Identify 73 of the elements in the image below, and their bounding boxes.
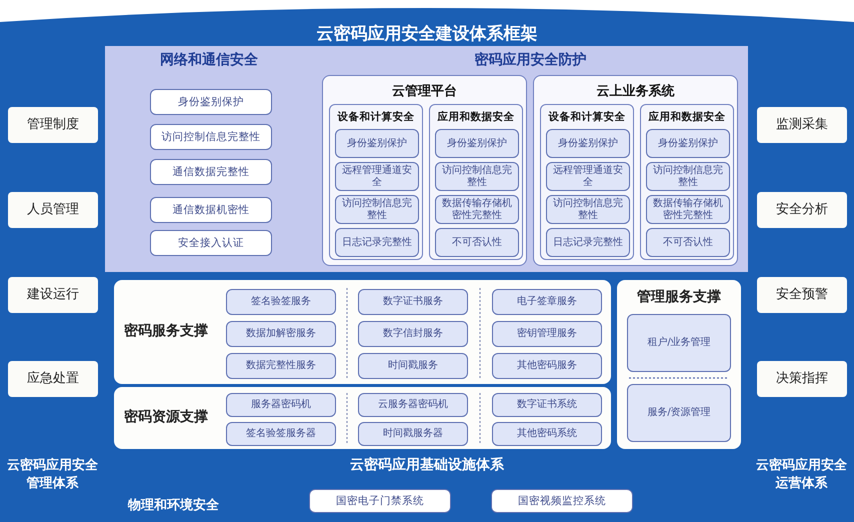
- security-item: 访问控制信息完整性: [646, 162, 730, 191]
- section-heading: 网络和通信安全: [159, 51, 259, 69]
- security-item: 安全接入认证: [150, 230, 272, 256]
- security-item: 数据完整性服务: [226, 353, 336, 379]
- security-item: 云服务器密码机: [358, 393, 468, 417]
- security-item: 国密电子门禁系统: [309, 489, 451, 513]
- security-item: 国密视频监控系统: [491, 489, 633, 513]
- security-item: 签名验签服务器: [226, 422, 336, 446]
- security-item: 其他密码系统: [492, 422, 602, 446]
- group-panel: [322, 75, 527, 266]
- security-item: 身份鉴别保护: [150, 89, 272, 115]
- group-heading: 应用和数据安全: [436, 110, 516, 124]
- security-item: 日志记录完整性: [546, 228, 630, 257]
- subgroup-panel: [640, 104, 734, 260]
- security-item: 数字信封服务: [358, 321, 468, 347]
- security-item: 电子签章服务: [492, 289, 602, 315]
- security-item: 远程管理通道安全: [546, 162, 630, 191]
- system-item: 安全分析: [757, 192, 847, 228]
- security-item: 签名验签服务: [226, 289, 336, 315]
- subgroup-panel: [540, 104, 634, 260]
- security-item: 不可否认性: [435, 228, 519, 257]
- security-item: 访问控制信息完整性: [435, 162, 519, 191]
- security-item: 日志记录完整性: [335, 228, 419, 257]
- security-item: 身份鉴别保护: [646, 129, 730, 158]
- group-heading: 云上业务系统: [596, 82, 676, 100]
- system-item: 人员管理: [8, 192, 98, 228]
- security-item: 密钥管理服务: [492, 321, 602, 347]
- system-item: 安全预警: [757, 277, 847, 313]
- group-panel: [533, 75, 738, 266]
- security-item: 数据传输存储机密性完整性: [435, 195, 519, 224]
- system-heading: 云密码应用安全运营体系: [755, 456, 848, 492]
- security-item: 访问控制信息完整性: [335, 195, 419, 224]
- subgroup-panel: [429, 104, 523, 260]
- section-heading: 密码应用安全防护: [474, 51, 588, 69]
- group-heading: 应用和数据安全: [647, 110, 726, 124]
- row-label: 物理和环境安全: [128, 496, 219, 514]
- security-item: 通信数据机密性: [150, 197, 272, 223]
- security-item: 访问控制信息完整性: [150, 124, 272, 150]
- system-item: 决策指挥: [757, 361, 847, 397]
- security-item: 其他密码服务: [492, 353, 602, 379]
- group-panel: [114, 280, 611, 384]
- system-item: 管理制度: [8, 107, 98, 143]
- security-item: 服务/资源管理: [627, 384, 731, 442]
- group-heading: 设备和计算安全: [547, 110, 626, 124]
- diagram-title: 云密码应用安全建设体系框架: [316, 23, 538, 45]
- subgroup-panel: [329, 104, 423, 260]
- security-item: 数字证书系统: [492, 393, 602, 417]
- security-item: 数据传输存储机密性完整性: [646, 195, 730, 224]
- security-item: 通信数据完整性: [150, 159, 272, 185]
- security-item: 访问控制信息完整性: [546, 195, 630, 224]
- security-item: 身份鉴别保护: [435, 129, 519, 158]
- security-item: 不可否认性: [646, 228, 730, 257]
- security-item: 时间戳服务器: [358, 422, 468, 446]
- group-panel: [617, 280, 741, 449]
- group-heading: 密码资源支撑: [123, 408, 209, 426]
- security-item: 身份鉴别保护: [546, 129, 630, 158]
- layer-heading: 云密码应用基础设施体系: [349, 456, 505, 474]
- group-heading: 密码服务支撑: [123, 322, 209, 340]
- security-item: 时间戳服务: [358, 353, 468, 379]
- system-heading: 云密码应用安全管理体系: [6, 456, 99, 492]
- system-item: 监测采集: [757, 107, 847, 143]
- group-heading: 云管理平台: [391, 83, 458, 100]
- group-heading: 管理服务支撑: [636, 288, 722, 306]
- group-panel: [114, 387, 611, 449]
- group-heading: 设备和计算安全: [336, 110, 416, 124]
- security-item: 服务器密码机: [226, 393, 336, 417]
- security-item: 数据加解密服务: [226, 321, 336, 347]
- system-item: 应急处置: [8, 361, 98, 397]
- security-item: 身份鉴别保护: [335, 129, 419, 158]
- security-item: 远程管理通道安全: [335, 162, 419, 191]
- system-item: 建设运行: [8, 277, 98, 313]
- security-item: 数字证书服务: [358, 289, 468, 315]
- security-item: 租户/业务管理: [627, 314, 731, 372]
